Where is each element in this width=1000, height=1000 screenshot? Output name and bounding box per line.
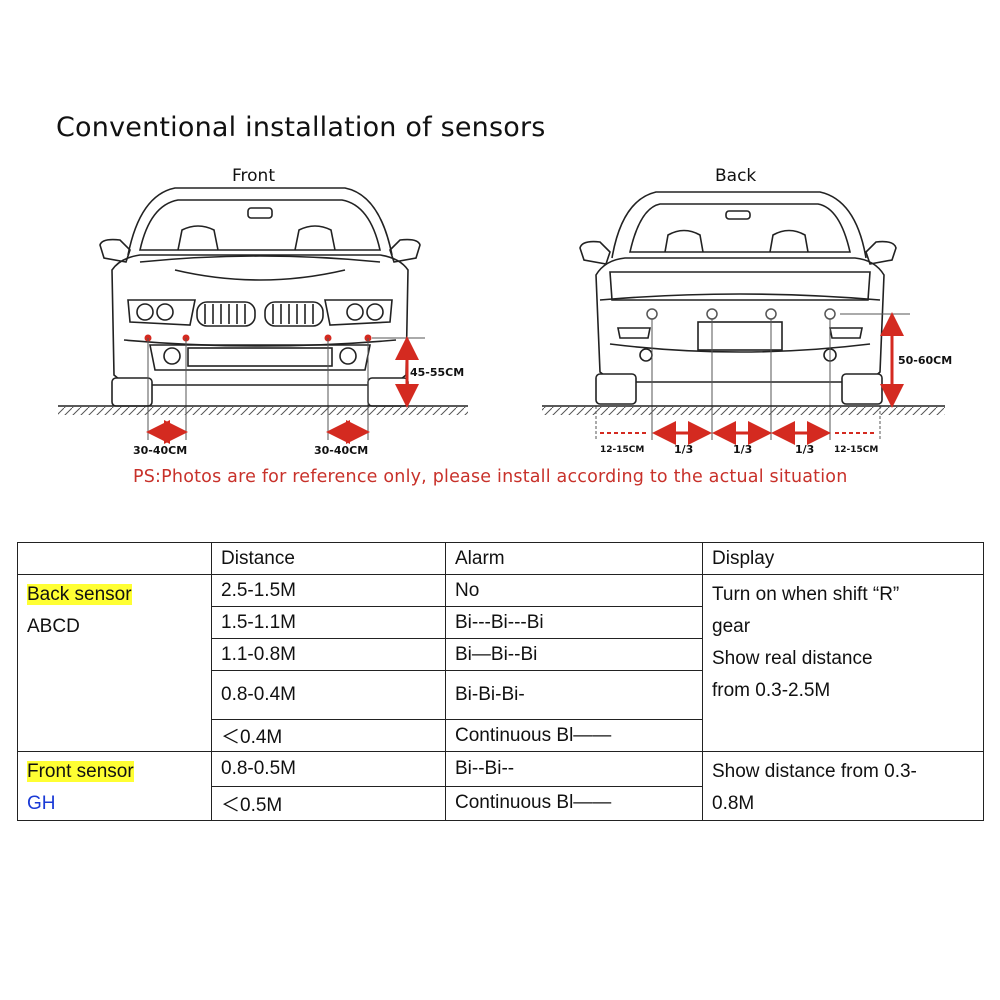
distance-cell: 1.5-1.1M bbox=[211, 606, 446, 639]
display-line: 0.8M bbox=[712, 793, 755, 814]
alarm-cell: No bbox=[445, 574, 703, 607]
table-header-cell bbox=[17, 542, 212, 575]
table-row: ＜0.5M Continuous Bl—— bbox=[18, 785, 984, 821]
distance-cell: ＜0.4M bbox=[211, 719, 446, 752]
installation-diagram bbox=[58, 187, 945, 445]
back-spacing-label: 12-15CM bbox=[834, 445, 879, 455]
distance-cell: 0.8-0.5M bbox=[211, 751, 446, 787]
back-display-cell: Turn on when shift “R” gear Show real di… bbox=[702, 574, 984, 752]
back-sensor-ids: ABCD bbox=[27, 616, 80, 637]
front-label: Front bbox=[232, 166, 275, 186]
distance-cell: ＜0.5M bbox=[211, 785, 446, 821]
front-right-offset-label: 30-40CM bbox=[314, 444, 369, 457]
distance-cell: 1.1-0.8M bbox=[211, 638, 446, 671]
front-sensor-name: Front sensor bbox=[27, 761, 134, 782]
front-display-cell: Show distance from 0.3- 0.8M bbox=[702, 751, 984, 821]
back-spacing-label: 1/3 bbox=[674, 443, 694, 456]
display-line: Show real distance bbox=[712, 648, 873, 669]
back-sensor-markers bbox=[595, 308, 881, 440]
alarm-cell: Bi-Bi-Bi- bbox=[445, 670, 703, 720]
front-sensor-markers bbox=[144, 334, 372, 440]
back-spacing-label: 1/3 bbox=[795, 443, 815, 456]
display-line: Turn on when shift “R” bbox=[712, 584, 900, 605]
page-title: Conventional installation of sensors bbox=[56, 112, 546, 143]
alarm-cell: Bi--Bi-- bbox=[445, 751, 703, 787]
table-row: ＜0.4M Continuous Bl—— bbox=[18, 719, 984, 752]
front-sensor-ids: GH bbox=[27, 793, 56, 814]
distance-cell: 0.8-0.4M bbox=[211, 670, 446, 720]
back-height-label: 50-60CM bbox=[898, 354, 953, 367]
table-header-cell: Distance bbox=[211, 542, 446, 575]
back-sensor-name: Back sensor bbox=[27, 584, 132, 605]
alarm-cell: Bi---Bi---Bi bbox=[445, 606, 703, 639]
display-line: Show distance from 0.3- bbox=[712, 761, 917, 782]
back-spacing-label: 12-15CM bbox=[600, 445, 645, 455]
back-sensor-group-cell: Back sensor ABCD bbox=[17, 574, 212, 752]
table-header-row: Distance Alarm Display bbox=[17, 542, 984, 575]
back-spacing-label: 1/3 bbox=[733, 443, 753, 456]
back-label: Back bbox=[715, 166, 757, 186]
table-row: Front sensor GH 0.8-0.5M Bi--Bi-- Show d… bbox=[17, 751, 984, 821]
display-line: gear bbox=[712, 616, 751, 637]
table-header-cell: Display bbox=[702, 542, 984, 575]
alarm-cell: Bi—Bi--Bi bbox=[445, 638, 703, 671]
distance-cell: 2.5-1.5M bbox=[211, 574, 446, 607]
alarm-cell: Continuous Bl—— bbox=[445, 785, 703, 821]
table-row: 0.8-0.4M Bi-Bi-Bi- bbox=[18, 670, 984, 720]
alarm-cell: Continuous Bl—— bbox=[445, 719, 703, 752]
front-height-label: 45-55CM bbox=[410, 366, 465, 379]
front-sensor-group-cell: Front sensor GH bbox=[17, 751, 212, 821]
display-line: from 0.3-2.5M bbox=[712, 680, 831, 701]
table-header-cell: Alarm bbox=[445, 542, 703, 575]
back-car-illustration bbox=[579, 191, 897, 405]
table-row: Back sensor ABCD 2.5-1.5M No Turn on whe… bbox=[17, 574, 984, 752]
sensor-spec-table: Distance Alarm Display Back sensor ABCD … bbox=[17, 542, 984, 821]
ps-note: PS:Photos are for reference only, please… bbox=[133, 467, 848, 487]
front-left-offset-label: 30-40CM bbox=[133, 444, 188, 457]
